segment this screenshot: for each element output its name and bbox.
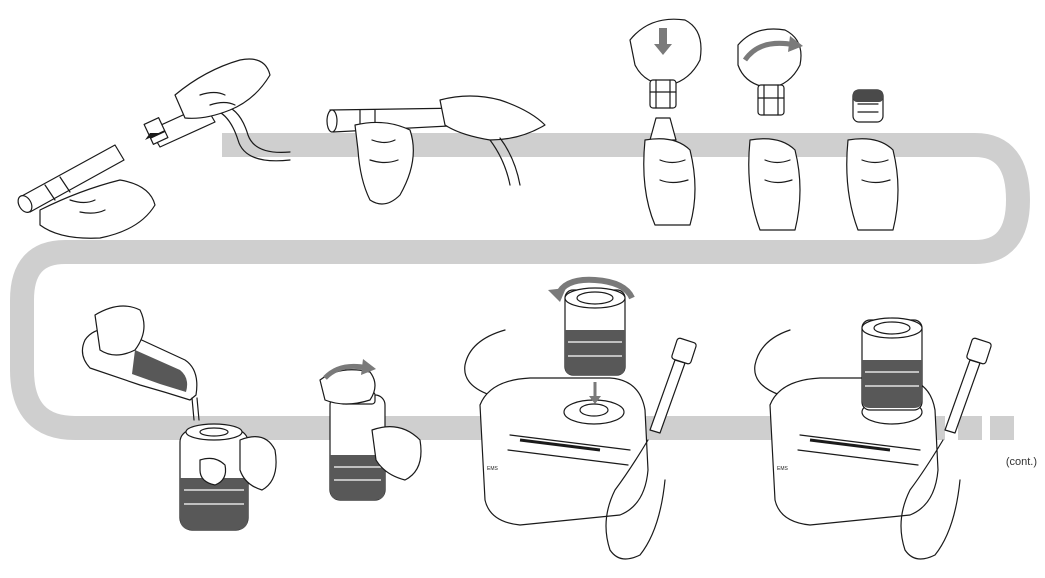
- step-9-unit-ready: EMS: [754, 317, 992, 560]
- device-brand-logo: EMS: [487, 466, 499, 472]
- step-7-close-cap: [319, 359, 422, 501]
- continuation-label: (cont.): [1005, 456, 1037, 468]
- arrow-left-icon: [145, 130, 166, 140]
- arrow-down-icon: [654, 28, 672, 55]
- path-end-block-2: [990, 416, 1014, 440]
- step-5-tip-attached: [846, 89, 899, 231]
- step-8-attach-bottle: EMS: [464, 276, 697, 560]
- rotate-arrow-icon: [548, 276, 635, 302]
- rotate-arrow-icon: [323, 359, 376, 380]
- step-2-handpiece-assembled: [326, 95, 546, 205]
- step-3-insert-wrench: [629, 18, 702, 226]
- path-end-block-1: [958, 416, 982, 440]
- device-brand-logo: EMS: [777, 466, 789, 472]
- step-1-detach-handpiece: [17, 58, 291, 239]
- rotate-arrow-icon: [742, 36, 803, 62]
- step-6-fill-bottle: [81, 305, 277, 531]
- arrow-down-icon: [589, 382, 601, 404]
- step-4-rotate-wrench: [737, 28, 803, 231]
- flow-path: [10, 133, 1030, 440]
